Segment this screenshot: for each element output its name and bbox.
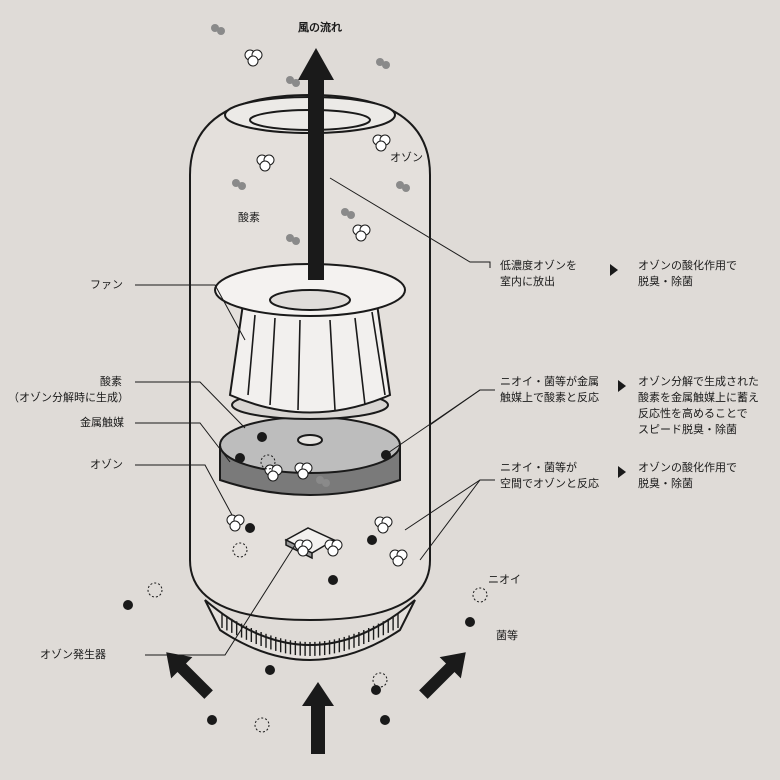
note-1-cause-1: 低濃度オゾンを xyxy=(500,259,577,272)
note-2-cause-1: ニオイ・菌等が金属 xyxy=(500,375,599,388)
oxygen-molecule xyxy=(238,182,246,190)
oxygen-molecule xyxy=(322,479,330,487)
germ-particle xyxy=(207,715,217,725)
note-2-cause-2: 触媒上で酸素と反応 xyxy=(500,391,599,404)
catalyst-label: 金属触媒 xyxy=(80,416,124,429)
catalyst-disk xyxy=(219,416,401,496)
oxygen-molecule xyxy=(382,61,390,69)
germ-particle xyxy=(465,617,475,627)
airflow-arrow xyxy=(298,48,334,280)
oxygen-molecule xyxy=(402,184,410,192)
oxygen-molecule xyxy=(376,58,384,66)
germ-particle xyxy=(235,453,245,463)
odor-particle xyxy=(147,582,163,598)
oxygen-molecule xyxy=(292,237,300,245)
generator-label: オゾン発生器 xyxy=(40,648,106,661)
ozone-side-label: オゾン xyxy=(90,458,123,471)
oxygen-top-label: 酸素 xyxy=(238,211,260,224)
germ-particle xyxy=(328,575,338,585)
oxygen-side-label: 酸素 xyxy=(100,375,122,388)
odor-label: ニオイ xyxy=(488,573,521,586)
germ-particle xyxy=(245,523,255,533)
note-2-effect-1: オゾン分解で生成された xyxy=(638,375,759,388)
odor-particle xyxy=(472,587,488,603)
germs-label: 菌等 xyxy=(496,629,518,642)
germ-particle xyxy=(367,535,377,545)
oxygen-molecule xyxy=(396,181,404,189)
ozone-molecule xyxy=(267,470,279,482)
oxygen-molecule xyxy=(292,79,300,87)
ozone-molecule xyxy=(297,468,309,480)
germ-particle xyxy=(265,665,275,675)
oxygen-molecule xyxy=(211,24,219,32)
ozone-molecule xyxy=(297,545,309,557)
note-2-arrow-icon xyxy=(618,380,626,392)
odor-particle xyxy=(254,717,270,733)
intake-arrows xyxy=(166,652,466,754)
oxygen-molecule xyxy=(217,27,225,35)
ozone-top-label: オゾン xyxy=(390,151,423,164)
note-1-arrow-icon xyxy=(610,264,618,276)
note-3-effect-1: オゾンの酸化作用で xyxy=(638,461,737,474)
germ-particle xyxy=(380,715,390,725)
oxygen-molecule xyxy=(286,234,294,242)
fan xyxy=(214,263,406,446)
note-2-effect-3: 反応性を高めることで xyxy=(638,407,748,420)
airflow-label: 風の流れ xyxy=(298,21,342,34)
ozone-molecule xyxy=(327,545,339,557)
oxygen-side-note: （オゾン分解時に生成） xyxy=(8,391,129,404)
note-1-effect-1: オゾンの酸化作用で xyxy=(638,259,737,272)
ozone-molecule xyxy=(392,555,404,567)
note-3-arrow-icon xyxy=(618,466,626,478)
ozone-molecule xyxy=(229,520,241,532)
note-2-effect-4: スピード脱臭・除菌 xyxy=(638,423,737,436)
leader-lines xyxy=(135,177,495,656)
oxygen-molecule xyxy=(316,476,324,484)
oxygen-molecule xyxy=(347,211,355,219)
note-3-effect-2: 脱臭・除菌 xyxy=(638,477,693,490)
ozone-molecule xyxy=(355,230,367,242)
germ-particle xyxy=(257,432,267,442)
germ-particle xyxy=(123,600,133,610)
ozone-molecule xyxy=(259,160,271,172)
note-3-cause-2: 空間でオゾンと反応 xyxy=(500,477,599,490)
note-3-cause-1: ニオイ・菌等が xyxy=(500,461,577,474)
odor-particle xyxy=(372,672,388,688)
oxygen-molecule xyxy=(341,208,349,216)
oxygen-molecule xyxy=(286,76,294,84)
ozone-molecule xyxy=(375,140,387,152)
note-2-effect-2: 酸素を金属触媒上に蓄え xyxy=(638,391,759,404)
fan-label: ファン xyxy=(90,278,123,291)
odor-particle xyxy=(260,454,276,470)
odor-particle xyxy=(232,542,248,558)
germ-particle xyxy=(371,685,381,695)
base-grille xyxy=(204,599,416,661)
note-1-effect-2: 脱臭・除菌 xyxy=(638,275,693,288)
note-1-cause-2: 室内に放出 xyxy=(500,275,555,288)
ozone-molecule xyxy=(377,522,389,534)
ozone-molecule xyxy=(247,55,259,67)
oxygen-molecule xyxy=(232,179,240,187)
